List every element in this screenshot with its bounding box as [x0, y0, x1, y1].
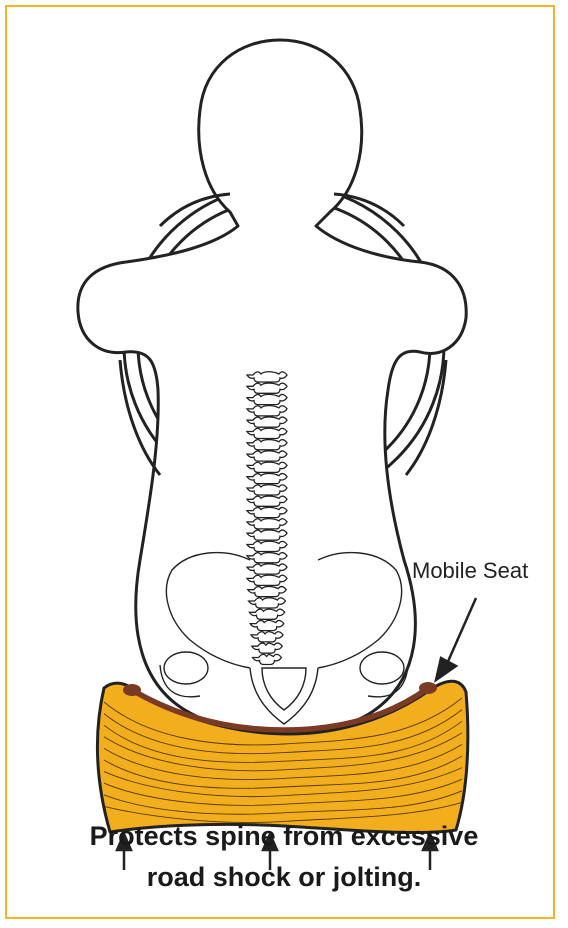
- mobile-seat-label: Mobile Seat: [412, 558, 528, 584]
- caption-line-1: Protects spine from excessive: [40, 816, 528, 857]
- callout-arrow: [436, 598, 476, 680]
- caption: Protects spine from excessive road shock…: [40, 816, 528, 897]
- caption-line-2: road shock or jolting.: [40, 857, 528, 898]
